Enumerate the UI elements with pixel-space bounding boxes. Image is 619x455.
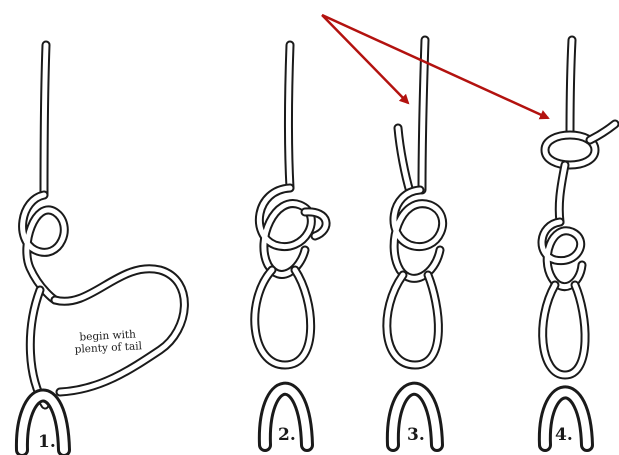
arrow-to-step-4 bbox=[322, 15, 548, 118]
pointer-arrows bbox=[322, 15, 548, 118]
step-1-figure bbox=[22, 45, 184, 450]
tail-annotation: begin with plenty of tail bbox=[61, 328, 154, 357]
step-1-label: 1. bbox=[38, 432, 56, 452]
step-2-rope bbox=[255, 45, 326, 365]
step-2-figure bbox=[255, 45, 326, 445]
step-4-rope bbox=[542, 40, 615, 375]
step-2-label: 2. bbox=[278, 425, 296, 445]
step-4-figure bbox=[542, 40, 615, 445]
step-4-label: 4. bbox=[555, 425, 573, 445]
step-3-figure bbox=[387, 40, 443, 445]
arrow-to-step-3 bbox=[322, 15, 408, 103]
step-3-label: 3. bbox=[407, 425, 425, 445]
